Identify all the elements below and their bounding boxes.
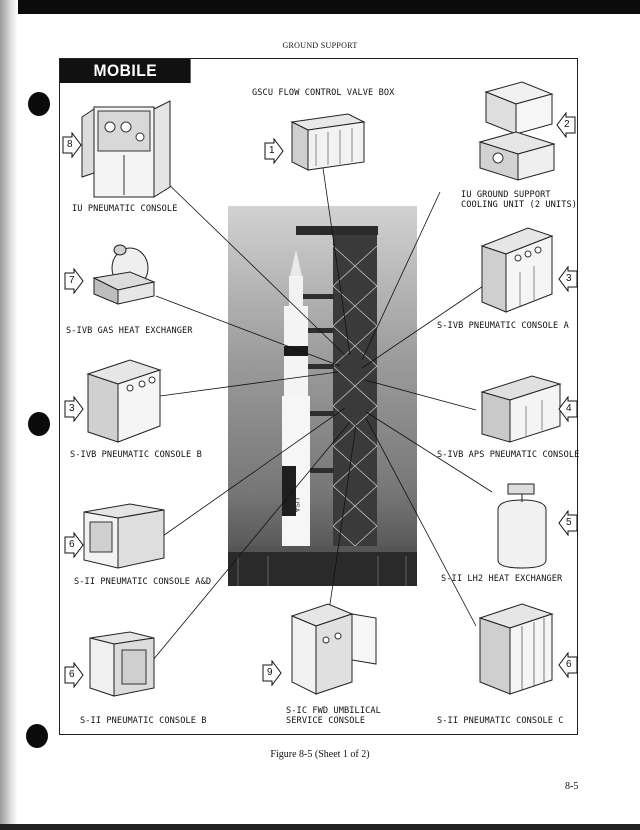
s-ivb-aps-pneumatic-console-illustration <box>480 375 562 443</box>
callout-arrow-1: 1 <box>264 137 284 168</box>
label-s-ii-lh2-heat-exchanger: S-II LH2 HEAT EXCHANGER <box>441 574 563 584</box>
label-s-ivb-pneumatic-console-a: S-IVB PNEUMATIC CONSOLE A <box>437 321 569 331</box>
figure-frame <box>59 58 578 735</box>
iu-cooling-unit-illustration <box>478 81 556 181</box>
section-badge: MOBILE LAUNCHER <box>60 59 191 104</box>
label-s-ic-fwd-umbilical-line1: S-IC FWD UMBILICAL <box>286 706 381 716</box>
label-iu-cooling-unit-line2: COOLING UNIT (2 UNITS) <box>461 200 578 210</box>
callout-number: 8 <box>67 139 73 150</box>
figure-caption: Figure 8-5 (Sheet 1 of 2) <box>270 749 370 760</box>
callout-number: 6 <box>566 659 572 670</box>
page-number: 8-5 <box>565 781 579 792</box>
s-ivb-gas-heat-exchanger-illustration <box>92 244 156 305</box>
callout-arrow-4: 4 <box>558 395 578 426</box>
label-s-ii-pneumatic-console-b: S-II PNEUMATIC CONSOLE B <box>80 716 207 726</box>
callout-arrow-2: 2 <box>556 111 576 142</box>
callout-arrow-3b: 3 <box>64 395 84 426</box>
callout-number: 5 <box>566 517 572 528</box>
callout-number: 6 <box>69 539 75 550</box>
scan-edge-bottom <box>0 824 640 830</box>
callout-number: 6 <box>69 669 75 680</box>
callout-number: 7 <box>69 275 75 286</box>
page-header: GROUND SUPPORT <box>282 41 358 50</box>
label-s-ivb-aps-pneumatic-console: S-IVB APS PNEUMATIC CONSOLE <box>437 450 580 460</box>
s-ivb-pneumatic-console-b-illustration <box>86 359 162 443</box>
callout-arrow-6a: 6 <box>64 531 84 562</box>
callout-arrow-6c: 6 <box>558 651 578 682</box>
label-iu-pneumatic-console: IU PNEUMATIC CONSOLE <box>72 204 178 214</box>
binder-hole-middle <box>28 412 50 436</box>
label-s-ivb-gas-heat-exchanger: S-IVB GAS HEAT EXCHANGER <box>66 326 193 336</box>
callout-arrow-7: 7 <box>64 267 84 298</box>
label-s-ii-pneumatic-console-c: S-II PNEUMATIC CONSOLE C <box>437 716 564 726</box>
label-s-ivb-pneumatic-console-b: S-IVB PNEUMATIC CONSOLE B <box>70 450 202 460</box>
callout-number: 3 <box>69 403 75 414</box>
s-ii-pneumatic-console-b-illustration <box>89 631 155 697</box>
callout-arrow-3a: 3 <box>558 265 578 296</box>
callout-number: 2 <box>564 119 570 130</box>
callout-arrow-9: 9 <box>262 659 282 690</box>
callout-number: 1 <box>269 145 275 156</box>
scan-edge-top <box>0 0 640 14</box>
s-ic-fwd-umbilical-console-illustration <box>290 603 377 695</box>
s-ii-pneumatic-console-c-illustration <box>478 603 554 695</box>
binder-hole-bottom <box>26 724 48 748</box>
iu-pneumatic-console-illustration <box>81 100 171 198</box>
label-gscu-flow-control-valve-box: GSCU FLOW CONTROL VALVE BOX <box>252 88 395 98</box>
callout-number: 3 <box>566 273 572 284</box>
s-ii-pneumatic-console-ad-illustration <box>83 503 165 569</box>
scan-edge-left <box>0 0 18 830</box>
gscu-valve-box-illustration <box>290 113 366 171</box>
vehicle-marking: USA <box>293 498 300 513</box>
callout-number: 9 <box>267 667 273 678</box>
callout-arrow-8: 8 <box>62 131 82 162</box>
callout-number: 4 <box>566 403 572 414</box>
callout-arrow-6b: 6 <box>64 661 84 692</box>
s-ii-lh2-heat-exchanger-illustration <box>497 483 547 569</box>
label-iu-cooling-unit-line1: IU GROUND SUPPORT <box>461 190 551 200</box>
binder-hole-top <box>28 92 50 116</box>
callout-arrow-5: 5 <box>558 509 578 540</box>
launch-tower-photo: USA <box>228 206 417 586</box>
label-s-ii-pneumatic-console-ad: S-II PNEUMATIC CONSOLE A&D <box>74 577 212 587</box>
s-ivb-pneumatic-console-a-illustration <box>480 227 554 313</box>
label-s-ic-fwd-umbilical-line2: SERVICE CONSOLE <box>286 716 366 726</box>
